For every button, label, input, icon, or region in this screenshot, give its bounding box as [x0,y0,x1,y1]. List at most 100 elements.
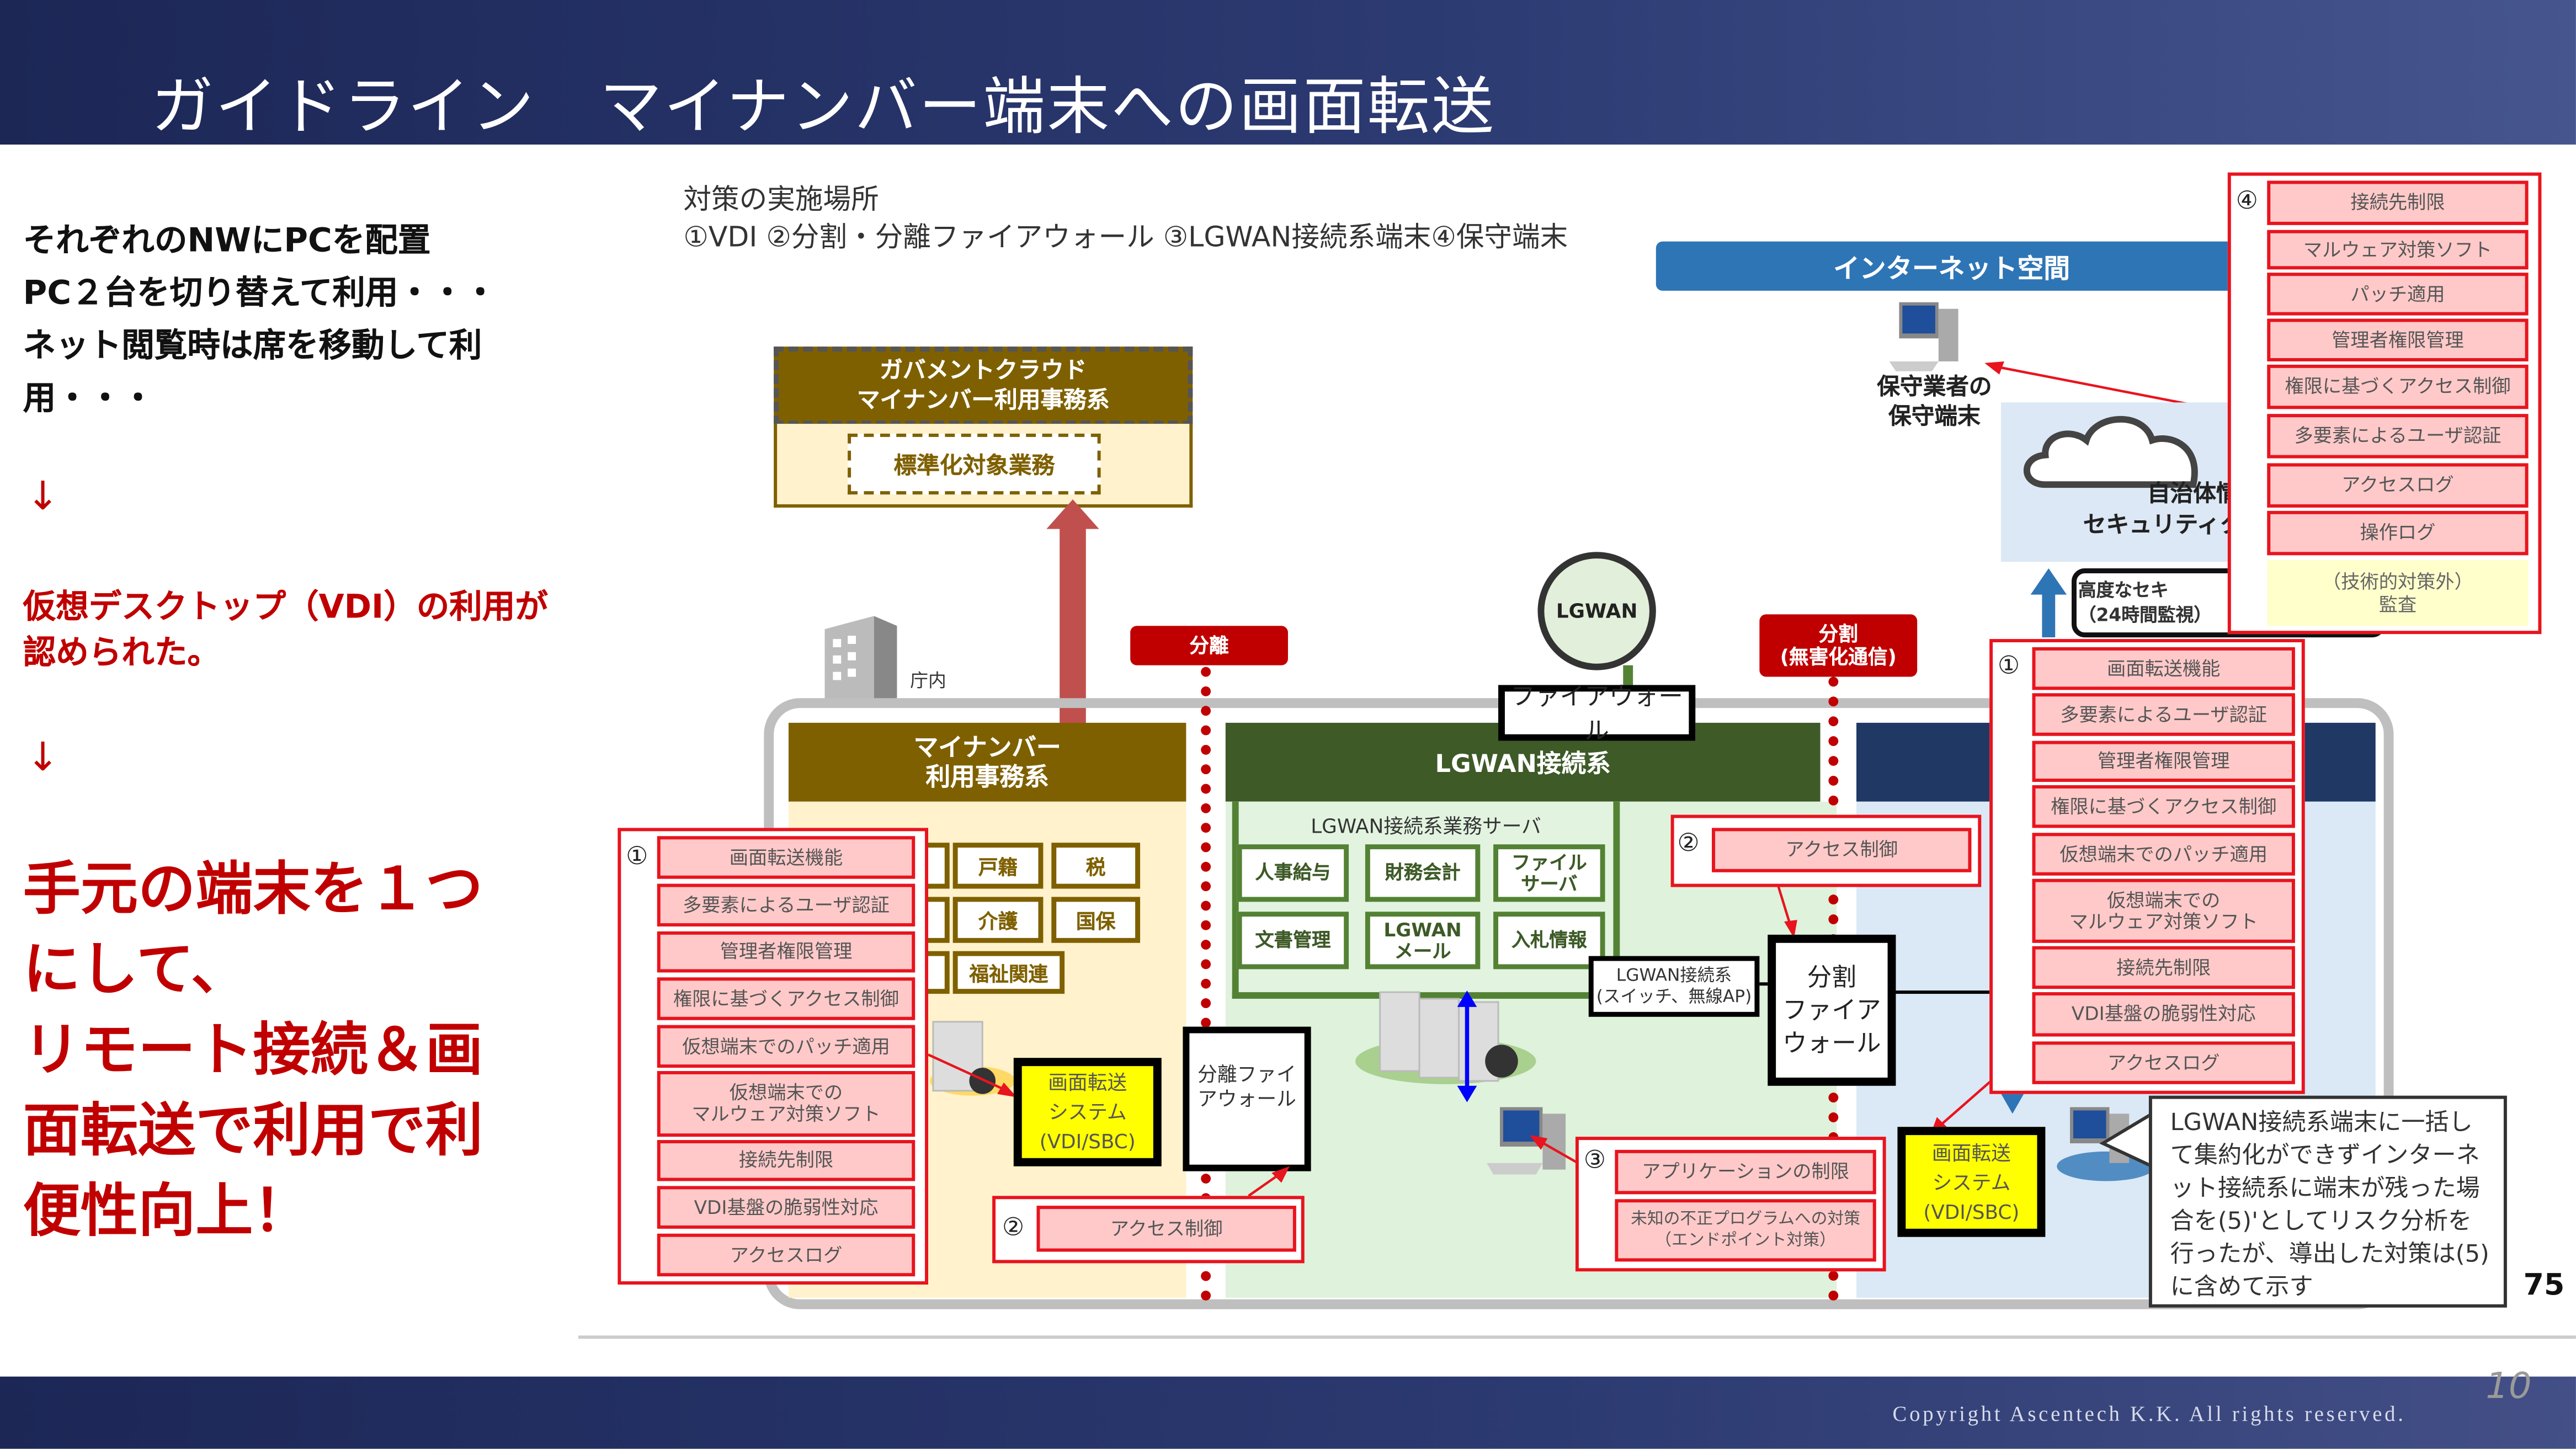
measure-item: 接続先制限 [2032,946,2295,989]
measure-item: パッチ適用 [2267,273,2529,316]
measure-item: アプリケーションの制限 [1615,1149,1876,1195]
measure-item: 画面転送機能 [2032,647,2295,690]
lgwan-servers-title: LGWAN接続系業務サーバ [1311,814,1541,838]
down-triangle-icon [1999,1090,2026,1114]
cloud-label: 自治体情 セキュリティク [2083,481,2239,539]
copyright: Copyright Ascentech K.K. All rights rese… [1892,1401,2406,1426]
panel-number: ② [1677,828,1700,857]
measure-item: 操作ログ [2267,510,2529,556]
standardized-work-box: 標準化対象業務 [848,433,1101,495]
panel-number: ① [1998,650,2020,680]
measure-item: 多要素によるユーザ認証 [2267,414,2529,459]
places-title: 対策の実施場所 [683,184,879,217]
up-arrow-icon [2030,568,2067,638]
mynumber-item: 介護 [952,897,1044,943]
page-title: ガイドライン マイナンバー端末への画面転送 [151,71,1495,143]
callout-note: LGWAN接続系端末に一括して集約化ができずインターネット接続系に端末が残った場… [2148,1095,2507,1308]
measure-item: 多要素によるユーザ認証 [657,883,916,927]
vdi-text: 仮想デスクトップ（VDI）の利用が認められた。 [23,586,548,672]
red-arrow [1776,883,1797,938]
vdi-server-icon [930,1021,1014,1096]
measure-item: 未知の不正プログラムへの対策 （エンドポイント対策） [1615,1199,1876,1262]
measure-item: 仮想端末でのパッチ適用 [657,1025,916,1068]
panel-number: ④ [2236,185,2258,215]
measure-item: マルウェア対策ソフト [2267,230,2529,270]
conclusion-text: 手元の端末を１つ にして、 リモート接続＆画 面転送で利用で利 便性向上！ [23,857,483,1245]
internet-terminal-pc-icon [2057,1107,2155,1181]
red-arrow [1248,1166,1290,1197]
measure-item: 権限に基づくアクセス制御 [657,977,916,1020]
gov-cloud-title: ガバメントクラウド マイナンバー利用事務系 [774,347,1193,426]
page-number: 10 [2485,1366,2532,1408]
inner-page-number: 75 [2523,1268,2565,1303]
lgwan-switch-box: LGWAN接続系 (スイッチ、無線AP) [1588,956,1760,1017]
measure-item: 管理者権限管理 [657,931,916,973]
places-list: ①VDI ②分割・分離ファイアウォール ③LGWAN接続系端末④保守端末 [683,221,1568,255]
footer-bar [0,1376,2576,1449]
down-arrow: ↓ [26,734,60,781]
maintenance-terminal-label: 保守業者の 保守端末 [1877,374,1992,430]
mynumber-item: 国保 [1051,897,1141,943]
measure-item: VDI基盤の脆弱性対応 [657,1186,916,1229]
measure-item: アクセス制御 [1036,1206,1296,1252]
mynumber-section-header: マイナンバー 利用事務系 [788,722,1186,802]
separation-tag: 分離 [1130,626,1288,665]
measure-item: 仮想端末でのパッチ適用 [2032,833,2295,876]
non-technical-measure: （技術的対策外） 監査 [2267,560,2529,626]
header-bar [0,0,2576,145]
lgwan-section-header: LGWAN接続系 [1225,722,1821,802]
internet-space-bar: インターネット空間 [1656,241,2248,291]
screen-transfer-system-right: 画面転送 システム (VDI/SBC) [1897,1127,2046,1237]
building-icon [824,616,897,702]
measure-item: 仮想端末での マルウェア対策ソフト [2032,878,2295,943]
callout-pointer [2099,1111,2155,1169]
measure-item: 権限に基づくアクセス制御 [2032,785,2295,828]
lgwan-server-item: 財務会計 [1365,844,1481,902]
fw-measures-panel-left: ② アクセス制御 [992,1196,1305,1264]
server-rack-icon [1355,991,1536,1084]
down-arrow: ↓ [26,473,60,519]
lgwan-circle: LGWAN [1537,552,1656,670]
mynumber-item: 税 [1051,843,1141,889]
building-label: 庁内 [910,670,946,692]
measure-item: 接続先制限 [657,1140,916,1181]
mynumber-item: 戸籍 [952,843,1044,889]
measure-item: 管理者権限管理 [2032,741,2295,782]
measure-item: 画面転送機能 [657,836,916,879]
lgwan-firewall: ファイアウォール [1498,681,1696,746]
measure-item: アクセスログ [2267,463,2529,508]
bidirectional-arrow-icon [1457,990,1477,1102]
connection-line [1896,990,1995,994]
panel-number: ③ [1583,1144,1606,1175]
maintenance-pc-icon [1889,302,1958,371]
split-tag: 分割 (無害化通信) [1759,614,1918,677]
mynumber-item: 福祉関連 [952,951,1065,994]
screen-transfer-system-left: 画面転送 システム (VDI/SBC) [1013,1058,1162,1166]
divider [578,1335,2576,1339]
lgwan-server-item: 文書管理 [1237,912,1349,969]
cloud-icon [2023,415,2198,488]
measure-item: 仮想端末での マルウェア対策ソフト [657,1071,916,1137]
lgwan-server-item: LGWAN メール [1365,912,1481,969]
measure-item: VDI基盤の脆弱性対応 [2032,992,2295,1037]
fw-measures-panel-right: ② アクセス制御 [1670,814,1982,887]
measure-item: アクセスログ [2032,1041,2295,1084]
lgwan-server-item: 人事給与 [1237,844,1349,902]
measure-item: 管理者権限管理 [2267,318,2529,361]
panel-number: ① [626,841,648,871]
measure-item: アクセスログ [657,1233,916,1277]
measure-item: アクセス制御 [1712,828,1972,872]
panel-number: ② [1002,1212,1025,1242]
connection-line [1759,982,1773,986]
vdi-measures-panel-left: ① 画面転送機能 多要素によるユーザ認証 管理者権限管理 権限に基づくアクセス制… [618,828,929,1285]
intro-text: それぞれのNWにPCを配置 PC２台を切り替えて利用・・・ ネット閲覧時は席を移… [23,220,497,418]
maintenance-measures-panel: ④ 接続先制限 マルウェア対策ソフト パッチ適用 管理者権限管理 権限に基づくア… [2227,172,2542,635]
vdi-measures-panel-right: ① 画面転送機能 多要素によるユーザ認証 管理者権限管理 権限に基づくアクセス制… [1989,639,2305,1094]
measure-item: 接続先制限 [2267,180,2529,225]
measure-item: 多要素によるユーザ認証 [2032,693,2295,736]
measure-item: 権限に基づくアクセス制御 [2267,364,2529,409]
split-firewall: 分割 ファイア ウォール [1768,934,1896,1086]
red-arrow [928,1053,1017,1098]
lgwan-server-item: ファイル サーバ [1493,844,1605,902]
terminal-measures-panel: ③ アプリケーションの制限 未知の不正プログラムへの対策 （エンドポイント対策） [1575,1137,1886,1272]
